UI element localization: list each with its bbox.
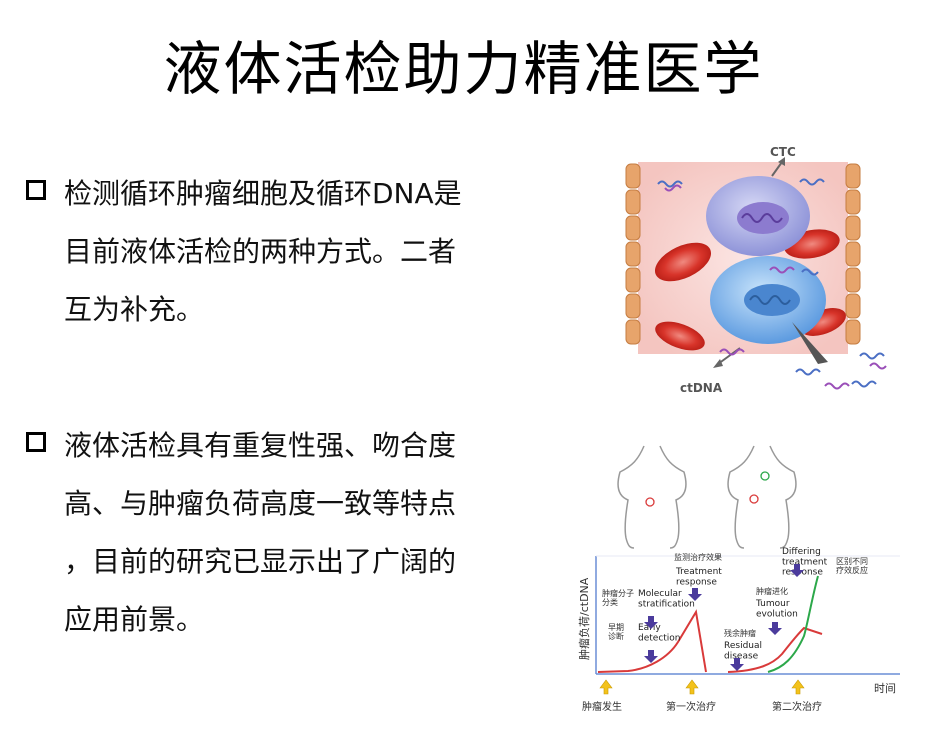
tumor-nucleus — [744, 284, 800, 316]
blood-vessel-figure: CTC ctDNA — [625, 145, 887, 395]
yellow-up-arrows — [599, 679, 805, 695]
ctdna-label: ctDNA — [680, 381, 723, 395]
ctdna-arrow-icon — [713, 359, 723, 368]
metastasis-tumor-icon — [760, 471, 770, 481]
ctc-label: CTC — [770, 145, 796, 159]
bullet-item-1: 检测循环肿瘤细胞及循环DNA是 目前液体活检的两种方式。二者 互为补充。 — [26, 172, 526, 332]
label-differing-cn: 区别不同疗效反应 — [836, 557, 868, 575]
tumor-burden-curve-1 — [597, 609, 707, 673]
bullet-2-line-2: 高、与肿瘤负荷高度一致等特点 — [64, 487, 457, 520]
bullet-2-line-1: 液体活检具有重复性强、吻合度 — [64, 429, 457, 462]
slide-title: 液体活检助力精准医学 — [163, 35, 764, 103]
label-treatment-cn: 监测治疗效果 — [674, 552, 722, 562]
tumor-burden-curve-2 — [727, 626, 823, 673]
body-silhouette-left — [617, 445, 687, 549]
vessel-wall-right — [845, 163, 861, 345]
y-axis-label: 肿瘤负荷/ctDNA — [577, 577, 591, 660]
body-silhouette-right — [727, 445, 797, 549]
label-evolution-cn: 肿瘤进化 — [756, 586, 788, 596]
bullet-1-line-3: 互为补充。 — [64, 293, 205, 326]
primary-tumor-icon — [645, 497, 655, 507]
resistant-clone-curve — [767, 575, 819, 673]
dna-fragments — [657, 178, 887, 390]
x-axis-label: 时间 — [874, 682, 896, 695]
time-label-onset: 肿瘤发生 — [582, 700, 622, 713]
time-label-second-treatment: 第二次治疗 — [772, 700, 822, 713]
label-early-cn: 早期诊断 — [608, 623, 624, 641]
ctc-arrow-icon — [778, 157, 785, 166]
bullet-2-line-3: ，目前的研究已显示出了广阔的 — [64, 545, 457, 578]
bullet-1-line-1: 检测循环肿瘤细胞及循环DNA是 — [64, 177, 462, 210]
purple-down-arrows — [644, 564, 804, 671]
label-molecular-cn: 肿瘤分子分类 — [602, 588, 634, 607]
bullet-checkbox-icon — [26, 432, 46, 452]
bullet-2-line-4: 应用前景。 — [64, 603, 205, 636]
recurrent-tumor-icon — [749, 494, 759, 504]
bullet-item-2: 液体活检具有重复性强、吻合度 高、与肿瘤负荷高度一致等特点 ，目前的研究已显示出… — [26, 424, 526, 644]
bullet-1-line-2: 目前液体活检的两种方式。二者 — [64, 235, 457, 268]
release-wedge — [792, 322, 828, 364]
label-residual-cn: 残余肿瘤 — [724, 628, 756, 638]
time-label-first-treatment: 第一次治疗 — [666, 700, 716, 713]
bullet-checkbox-icon — [26, 180, 46, 200]
vessel-wall-left — [625, 163, 641, 345]
